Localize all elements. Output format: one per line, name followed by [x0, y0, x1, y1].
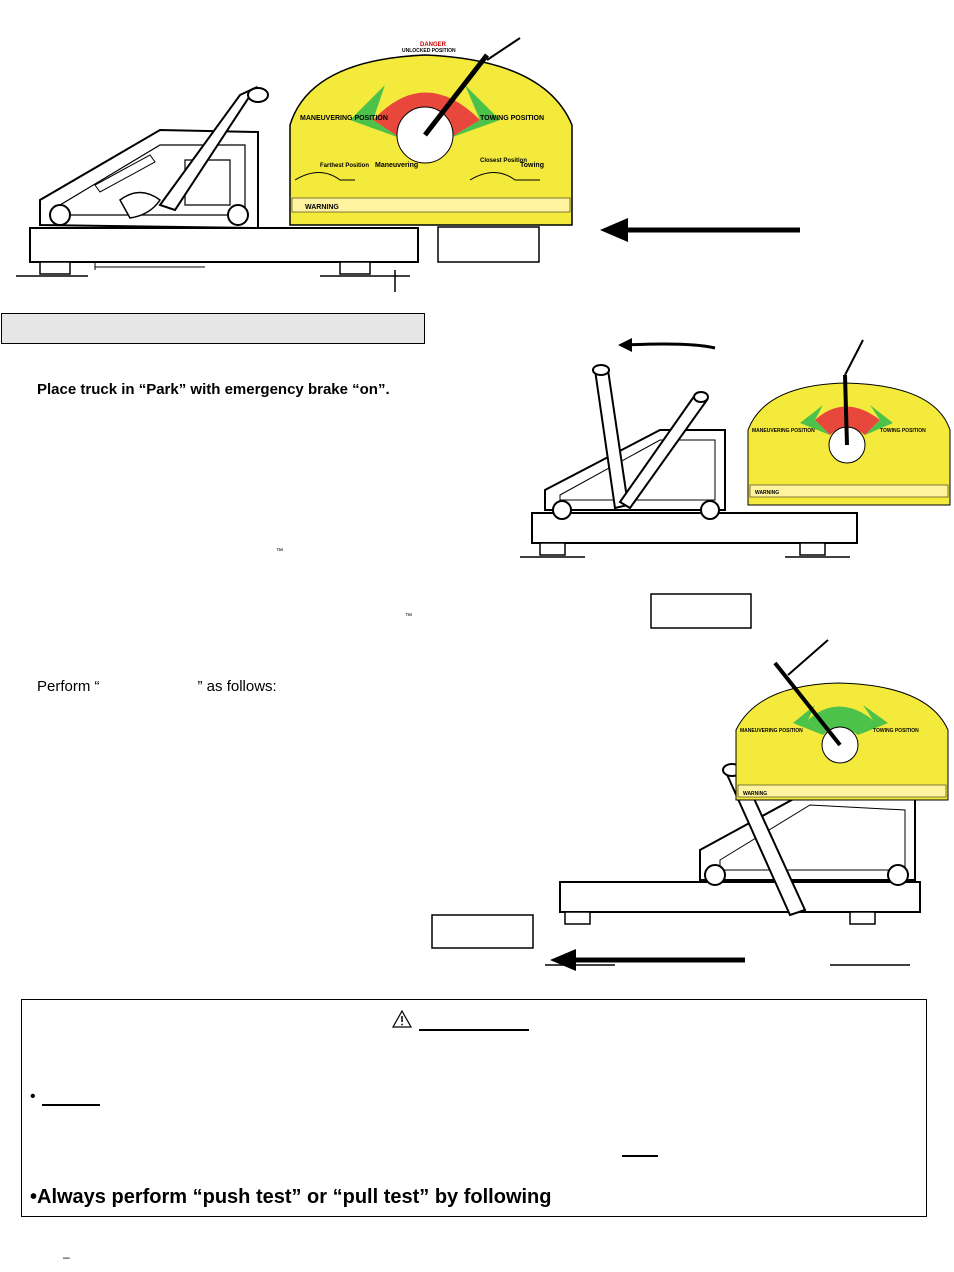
maneuvering-title: MANEUVERING POSITION	[752, 428, 815, 434]
position-decal-top: DANGER UNLOCKED POSITION MANEUVERING POS…	[289, 37, 573, 226]
position-decal-middle: MANEUVERING POSITION TOWING POSITION WAR…	[747, 339, 951, 506]
warning-triangle-icon	[392, 1010, 412, 1028]
warning-label: WARNING	[743, 791, 767, 797]
towing-title: TOWING POSITION	[880, 428, 926, 434]
warning-box: • •Always perform “push test” or “pull t…	[21, 999, 927, 1217]
hitch-figure-middle	[520, 338, 858, 629]
bullet-underline	[42, 1104, 100, 1106]
towing-label: Towing	[520, 162, 544, 169]
emphasis-underline	[622, 1155, 658, 1157]
farthest-label: Farthest Position	[320, 163, 369, 169]
section-header-bar	[1, 313, 425, 344]
position-decal-lower: MANEUVERING POSITION TOWING POSITION WAR…	[735, 639, 949, 801]
warning-title-underline	[419, 1029, 529, 1031]
towing-title: TOWING POSITION	[873, 728, 919, 734]
step-park-text: Place truck in “Park” with emergency bra…	[37, 381, 390, 398]
danger-label: DANGER	[420, 42, 447, 48]
closest-label: Closest Position	[480, 158, 527, 164]
unlocked-label: UNLOCKED POSITION	[402, 48, 456, 54]
perform-suffix: ” as follows:	[197, 678, 277, 695]
warning-label: WARNING	[305, 204, 339, 211]
maneuvering-title: MANEUVERING POSITION	[740, 728, 803, 734]
trademark-mark: ™	[276, 548, 283, 555]
warning-label: WARNING	[755, 490, 779, 496]
footer-mark: –	[63, 1250, 70, 1264]
perform-text: Perform “ ” as follows:	[37, 678, 277, 696]
always-push-pull-test-text: •Always perform “push test” or “pull tes…	[30, 1186, 552, 1208]
hitch-figure-top	[16, 85, 800, 292]
perform-prefix: Perform “	[37, 678, 100, 695]
trademark-mark: ™	[405, 613, 412, 620]
bullet: •	[30, 1088, 36, 1105]
towing-title: TOWING POSITION	[480, 115, 544, 122]
maneuvering-title: MANEUVERING POSITION	[300, 115, 388, 122]
maneuvering-label: Maneuvering	[375, 162, 418, 169]
